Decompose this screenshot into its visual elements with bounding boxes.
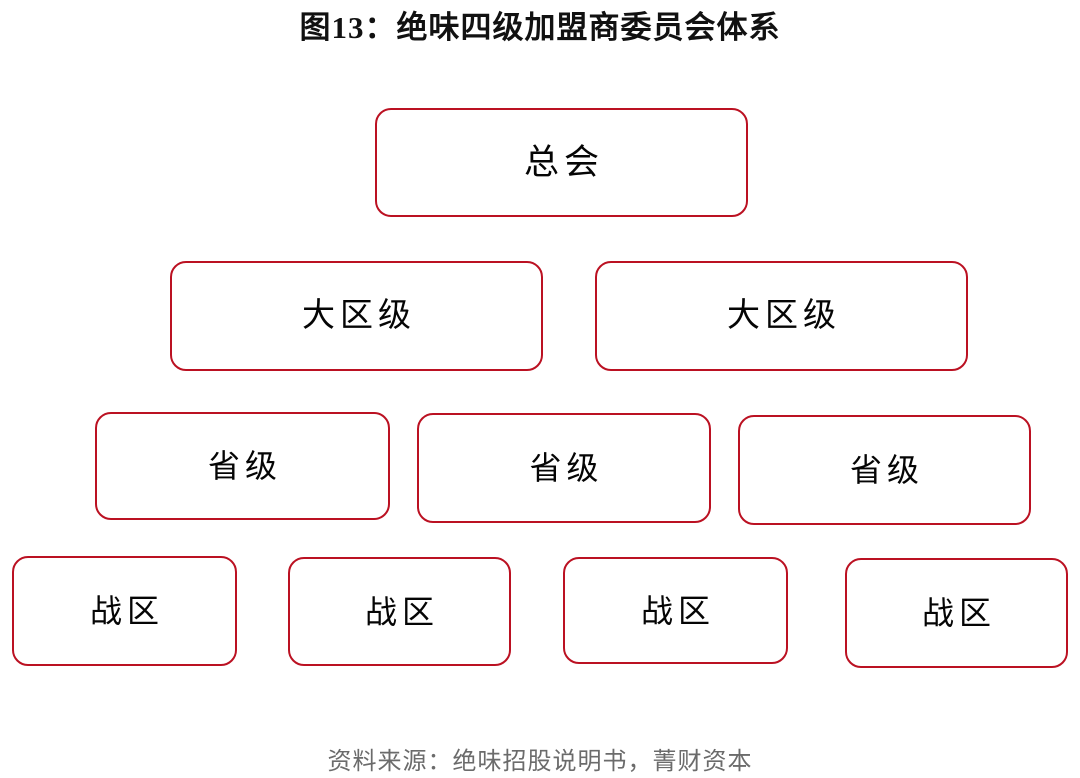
node-level3-1[interactable]: 省级 <box>417 413 711 523</box>
node-label: 省级 <box>529 450 604 486</box>
node-label: 战区 <box>640 592 715 629</box>
node-label: 省级 <box>849 452 924 488</box>
node-label: 战区 <box>364 593 439 630</box>
node-label: 战区 <box>921 595 996 631</box>
figure-source: 资料来源：绝味招股说明书，菁财资本 <box>327 749 753 775</box>
node-label: 大区级 <box>302 297 416 334</box>
node-label: 大区级 <box>727 297 841 334</box>
node-level4-0[interactable]: 战区 <box>12 556 237 666</box>
node-label: 省级 <box>207 448 282 484</box>
node-level3-0[interactable]: 省级 <box>95 412 390 520</box>
node-level4-3[interactable]: 战区 <box>845 558 1068 668</box>
node-label: 战区 <box>89 593 164 629</box>
figure-title: 图13：绝味四级加盟商委员会体系 <box>299 10 781 45</box>
node-level2-1[interactable]: 大区级 <box>595 261 968 371</box>
node-label: 总会 <box>523 143 604 182</box>
node-level3-2[interactable]: 省级 <box>738 415 1031 525</box>
node-level2-0[interactable]: 大区级 <box>170 261 543 371</box>
node-level1-0[interactable]: 总会 <box>375 108 748 217</box>
node-level4-1[interactable]: 战区 <box>288 557 511 666</box>
node-level4-2[interactable]: 战区 <box>563 557 788 664</box>
